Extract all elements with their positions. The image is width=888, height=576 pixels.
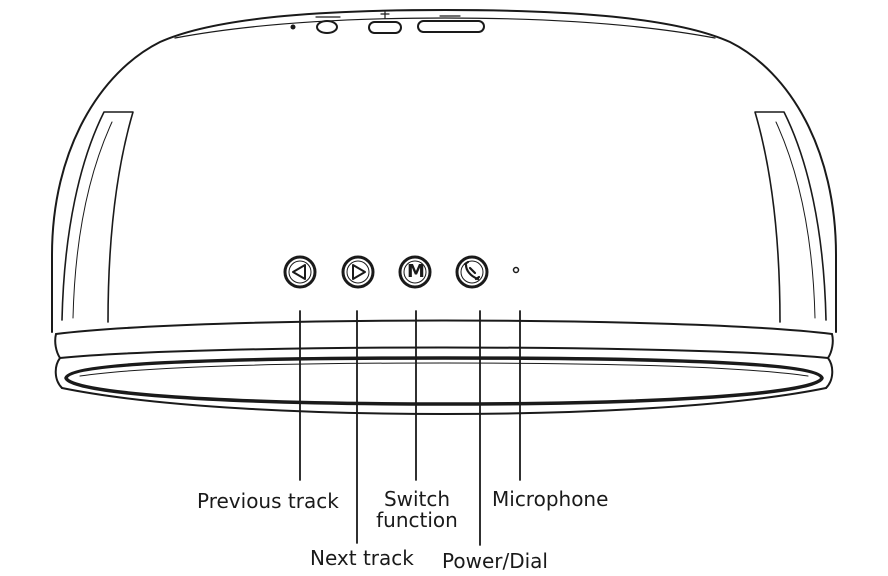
right-side-panel — [754, 111, 827, 323]
right-side-panel-inner — [775, 121, 816, 319]
left-side-panel — [61, 111, 134, 323]
top-seam — [174, 17, 716, 39]
base-ring-left-end — [54, 357, 63, 389]
previous-track-label: Previous track — [197, 489, 339, 513]
switch-function-label-line-2: function — [376, 508, 458, 532]
next-track-label: Next track — [310, 546, 414, 570]
top-aux-port — [316, 20, 338, 34]
base-ring-outer-bottom — [61, 387, 827, 415]
switch-function-label-line-1: Switch — [383, 487, 451, 511]
previous-track-button-inner — [288, 260, 312, 284]
base-ring-top — [55, 319, 833, 335]
microphone-hole — [512, 266, 520, 274]
triangle-left-icon — [292, 264, 306, 280]
base-ring-inner-lip — [79, 362, 809, 377]
top-card-slot — [417, 20, 485, 33]
power-phone-icon — [463, 260, 481, 281]
left-side-panel-inner — [72, 121, 113, 319]
mode-button-inner — [403, 260, 427, 284]
top-usb-icon — [380, 11, 390, 19]
base-ring-inner — [64, 356, 824, 406]
mode-button-letter: M — [407, 261, 425, 282]
base-ring-right-end — [825, 357, 834, 389]
switch-function-label: Switch function — [372, 489, 462, 531]
previous-track-button — [283, 255, 317, 289]
base-ring-upper-band — [54, 333, 834, 359]
power-dial-button-inner — [460, 260, 484, 284]
next-track-button — [341, 255, 375, 289]
power-dial-label: Power/Dial — [442, 549, 548, 573]
microphone-label: Microphone — [492, 487, 609, 511]
speaker-body-outline — [51, 9, 837, 333]
power-dial-button — [455, 255, 489, 289]
top-indicator-dot — [290, 24, 296, 30]
triangle-right-icon — [352, 264, 366, 280]
next-track-button-inner — [346, 260, 370, 284]
mode-button — [398, 255, 432, 289]
top-usb-port — [368, 21, 402, 34]
